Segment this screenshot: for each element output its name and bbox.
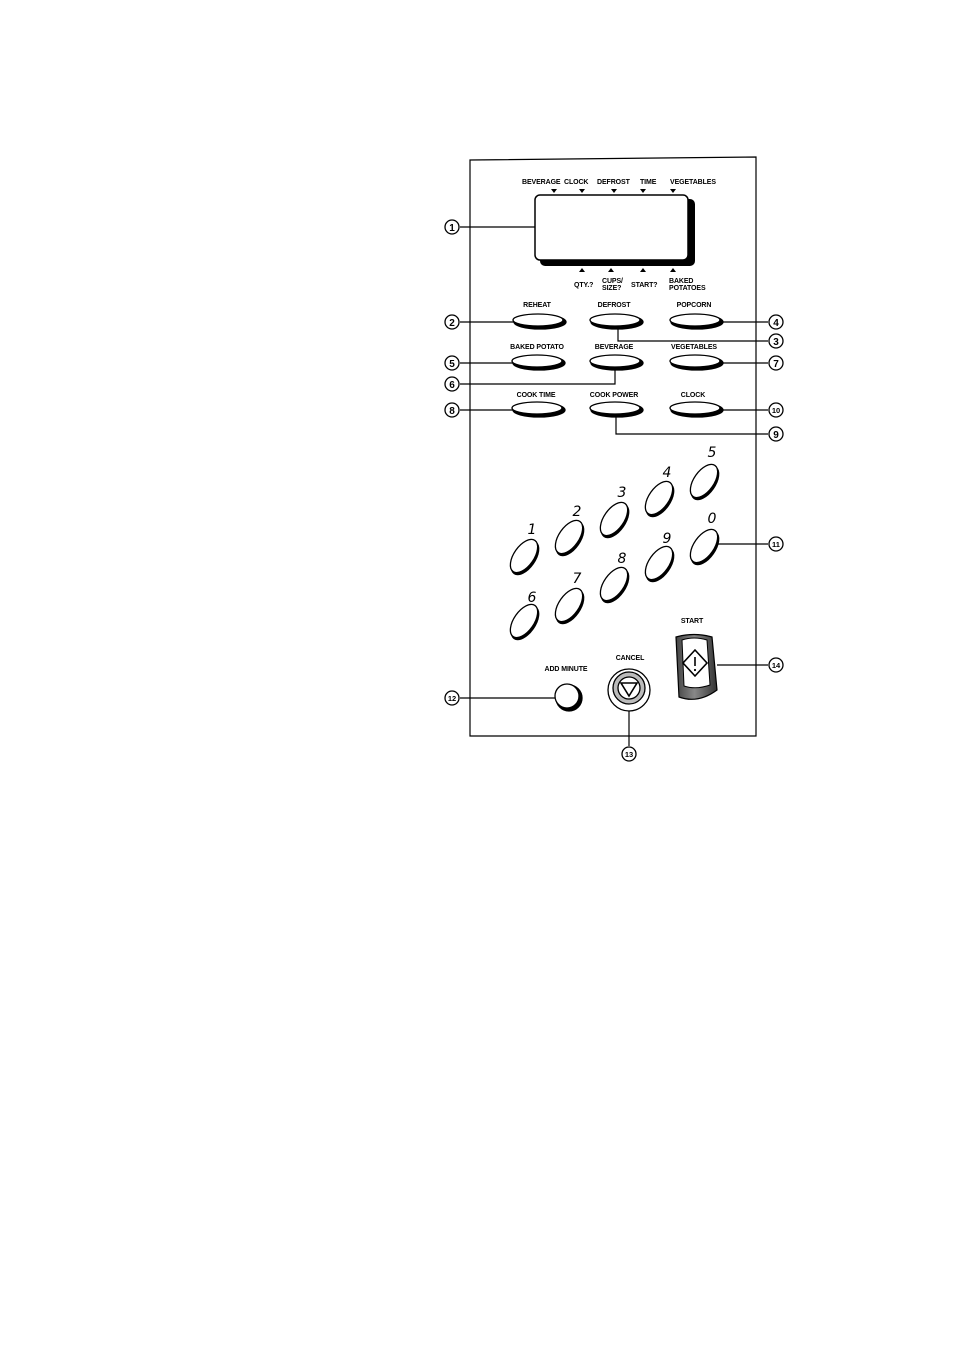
cook-time-pad[interactable] xyxy=(511,401,566,418)
vegetables-label: VEGETABLES xyxy=(671,344,717,351)
cook-power-pad[interactable] xyxy=(589,401,644,418)
stop-icon xyxy=(619,682,639,698)
start-button[interactable] xyxy=(675,633,718,700)
callout-3: 3 xyxy=(773,337,779,348)
display-window xyxy=(534,194,695,266)
cook-power-label: COOK POWER xyxy=(589,392,639,399)
baked-potato-pad[interactable] xyxy=(511,354,566,371)
number-keypad xyxy=(504,460,724,645)
panel-outline xyxy=(469,156,757,737)
digit-7-key[interactable] xyxy=(549,584,589,629)
digit-6-label: 6 xyxy=(527,590,537,606)
callout-circles xyxy=(444,219,784,762)
indicator-potatoes: POTATOES xyxy=(669,285,706,292)
callout-10: 10 xyxy=(772,406,780,415)
beverage-pad[interactable] xyxy=(589,354,644,371)
digit-2-key[interactable] xyxy=(549,516,589,561)
callout-8: 8 xyxy=(449,406,455,417)
digit-3-label: 3 xyxy=(617,485,627,501)
reheat-pad[interactable] xyxy=(512,313,567,330)
vegetables-pad[interactable] xyxy=(669,354,724,371)
indicator-defrost: DEFROST xyxy=(597,179,630,186)
digit-4-key[interactable] xyxy=(639,477,679,522)
indicator-size: SIZE? xyxy=(602,285,622,292)
indicator-time: TIME xyxy=(640,179,657,186)
callout-4: 4 xyxy=(773,318,779,329)
digit-5-key[interactable] xyxy=(684,460,724,505)
indicator-baked: BAKED xyxy=(669,278,694,285)
callout-11: 11 xyxy=(772,540,780,549)
indicator-beverage: BEVERAGE xyxy=(522,179,561,186)
digit-5-label: 5 xyxy=(707,445,717,461)
callout-7: 7 xyxy=(773,359,779,370)
clock-label: CLOCK xyxy=(680,392,706,399)
popcorn-pad[interactable] xyxy=(669,313,724,330)
callout-12: 12 xyxy=(448,694,456,703)
callout-13: 13 xyxy=(625,750,633,759)
cook-time-label: COOK TIME xyxy=(516,392,556,399)
digit-8-key[interactable] xyxy=(594,563,634,608)
defrost-pad[interactable] xyxy=(589,313,644,330)
add-minute-label: ADD MINUTE xyxy=(544,666,588,673)
digit-6-key[interactable] xyxy=(504,600,544,645)
digit-9-label: 9 xyxy=(662,531,672,547)
defrost-label: DEFROST xyxy=(597,302,631,309)
digit-8-label: 8 xyxy=(617,551,627,567)
cancel-label: CANCEL xyxy=(615,655,645,662)
callout-2: 2 xyxy=(449,318,455,329)
baked-potato-label: BAKED POTATO xyxy=(510,344,564,351)
indicator-vegetables: VEGETABLES xyxy=(670,179,716,186)
leader-lines xyxy=(460,226,768,746)
indicator-qty: QTY.? xyxy=(574,282,594,289)
clock-pad[interactable] xyxy=(669,401,724,418)
digit-1-label: 1 xyxy=(527,522,537,538)
popcorn-label: POPCORN xyxy=(676,302,712,309)
indicator-cups: CUPS/ xyxy=(602,278,623,285)
add-minute-button[interactable] xyxy=(554,683,583,712)
indicator-arrows-top xyxy=(551,189,676,193)
digit-9-key[interactable] xyxy=(639,542,679,587)
callout-9: 9 xyxy=(773,430,779,441)
callout-5: 5 xyxy=(449,359,455,370)
digit-4-label: 4 xyxy=(662,465,672,481)
callout-6: 6 xyxy=(449,380,455,391)
beverage-label: BEVERAGE xyxy=(594,344,634,351)
function-pads xyxy=(511,313,724,418)
indicator-arrows-bottom xyxy=(579,268,676,272)
digit-1-key[interactable] xyxy=(504,535,544,580)
callout-14: 14 xyxy=(772,661,781,670)
digit-0-key[interactable] xyxy=(684,525,724,570)
indicator-start: START? xyxy=(631,282,658,289)
indicator-clock: CLOCK xyxy=(564,179,589,186)
digit-3-key[interactable] xyxy=(594,498,634,543)
cancel-button[interactable] xyxy=(607,668,651,712)
digit-7-label: 7 xyxy=(572,571,582,587)
digit-0-label: 0 xyxy=(707,511,717,527)
digit-2-label: 2 xyxy=(572,504,582,520)
start-label: START xyxy=(680,618,704,625)
reheat-label: REHEAT xyxy=(523,302,551,309)
callout-1: 1 xyxy=(449,223,455,234)
